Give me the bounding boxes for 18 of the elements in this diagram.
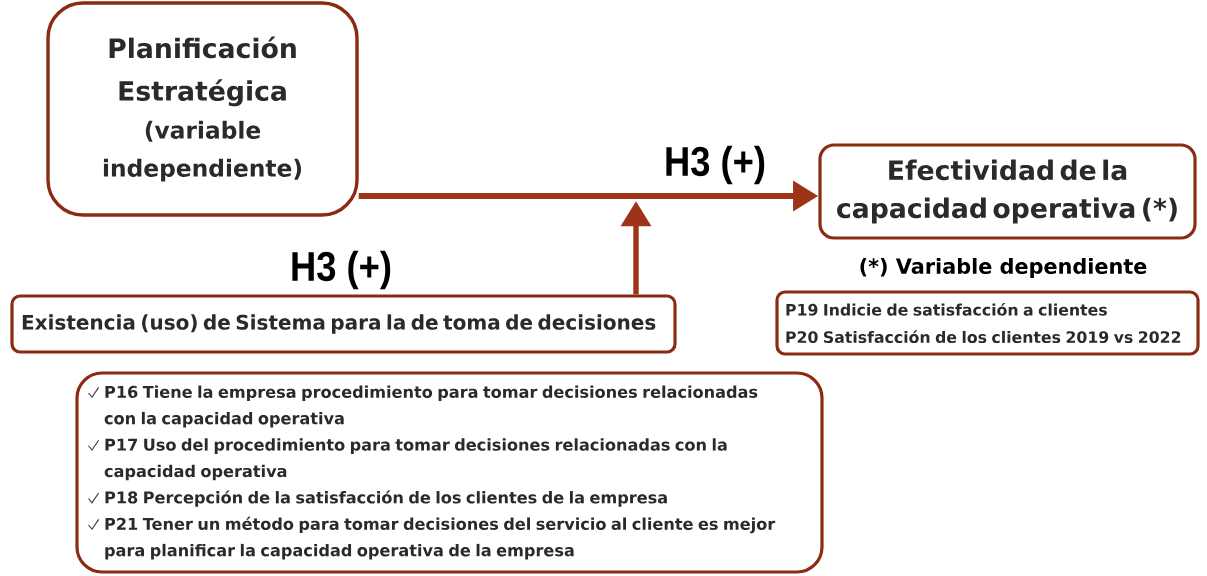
heading-text: Planificación Estratégica [109,36,296,107]
variable-box [46,1,359,217]
item-text: P18 Percepción de la satisfacción de los clientes de la empresa [105,490,667,507]
note-text: (*) Variable dependiente [860,257,1147,279]
variable-box [818,143,1197,240]
item-text: P16 Tiene la empresa procedimiento para tomar decisiones relacionadas con la capacidad operativa [104,385,758,428]
variable-text: Efectividad de la capacidad operativa (*) [837,159,1177,224]
indicator-box [75,371,824,574]
subtitle-text: (variable independiente) [103,120,302,182]
item-text: P20 Satisfacción de los clientes 2019 vs 2022 [786,330,1181,344]
hypothesis-label: H3 (+) [292,250,391,290]
indicator-box [775,290,1200,356]
edge-label: H3 (+) [662,144,768,186]
item-text: P19 Indicie de satisfacción a clientes [786,302,1107,316]
variable-text: Existencia (uso) de Sistema para la de toma de decisiones [22,314,656,334]
item-text: P17 Uso del procedimiento para tomar decisiones relacionadas con la capacidad operativa [104,438,727,481]
variable-box [10,294,677,354]
item-text: P21 Tener un método para tomar decisiones del servicio al cliente es mejor para planificar la capacidad operativa de la empresa [105,516,776,560]
